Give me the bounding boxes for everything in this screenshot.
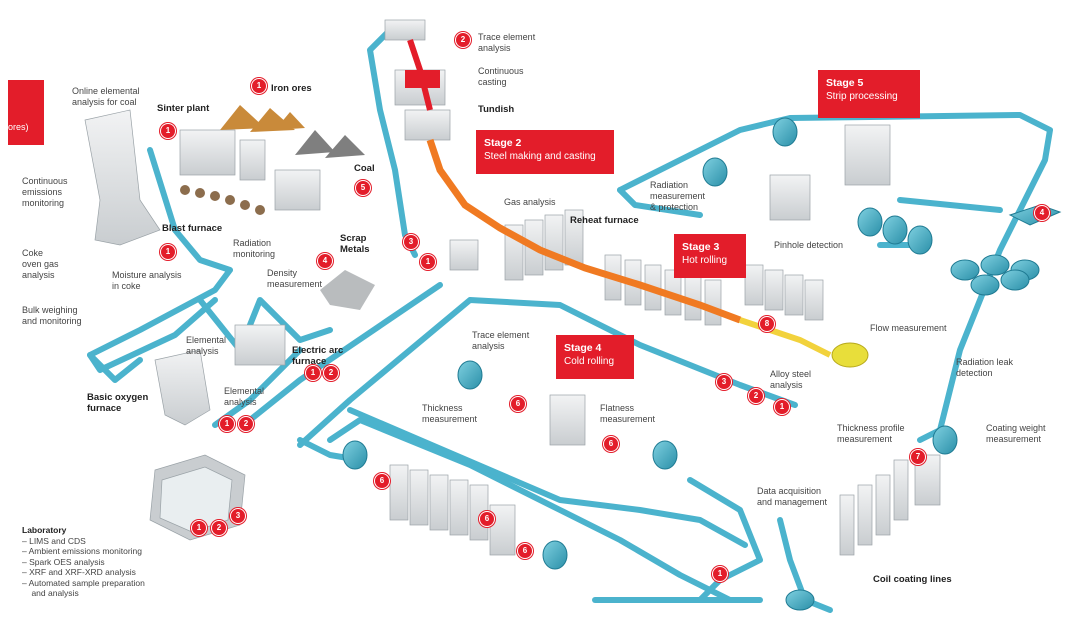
label-gas-analysis: Gas analysis	[504, 197, 556, 207]
label-sinter-plant: Sinter plant	[157, 103, 210, 114]
step-badge: 3	[403, 234, 419, 250]
edge-tab: ores)	[8, 80, 44, 145]
step-badge: 1	[219, 416, 235, 432]
laboratory-heading: Laboratory	[22, 525, 67, 535]
stage-4-title: Stage 4	[564, 342, 602, 354]
conveyor-pipes	[87, 22, 1053, 613]
label-tundish: Tundish	[478, 104, 515, 115]
label-continuous-emissions: Continuous emissions monitoring	[22, 176, 68, 208]
label-thickness-profile: Thickness profile measurement	[837, 423, 905, 444]
label-flow: Flow measurement	[870, 323, 947, 333]
step-badge: 8	[759, 316, 775, 332]
step-badge: 1	[160, 244, 176, 260]
step-badge: 2	[323, 365, 339, 381]
step-badge: 4	[317, 253, 333, 269]
step-badge: 2	[455, 32, 471, 48]
label-radiation-monitoring: Radiation monitoring	[233, 238, 276, 259]
molten-steel	[405, 39, 869, 368]
label-alloy: Alloy steel analysis	[770, 369, 812, 390]
label-blast-furnace: Blast furnace	[162, 223, 223, 234]
stage-3-title: Stage 3	[682, 241, 720, 253]
stage-2-subtitle: Steel making and casting	[484, 151, 596, 162]
label-radiation-leak: Radiation leak detection	[956, 357, 1014, 378]
stage-5-title: Stage 5	[826, 77, 864, 89]
label-moisture: Moisture analysis in coke	[112, 270, 182, 291]
stage-2-box: Stage 2 Steel making and casting	[476, 130, 614, 174]
step-badge: 2	[748, 388, 764, 404]
label-coal: Coal	[354, 163, 375, 174]
label-scrap-metals: Scrap Metals	[340, 233, 370, 255]
stage-5-subtitle: Strip processing	[826, 91, 898, 102]
label-elemental-2: Elemental analysis	[224, 386, 265, 407]
label-online-elemental: Online elemental analysis for coal	[72, 86, 140, 107]
laboratory-item: – Spark OES analysis	[22, 556, 105, 567]
stage-4-subtitle: Cold rolling	[564, 356, 615, 367]
step-badge: 1	[305, 365, 321, 381]
label-electric-arc: Electric arc furnace	[292, 345, 344, 367]
laboratory-item: – XRF and XRF-XRD analysis	[22, 567, 136, 577]
raw-material-piles	[180, 105, 375, 310]
stage-3-box: Stage 3 Hot rolling	[674, 234, 746, 278]
step-badge: 2	[211, 520, 227, 536]
step-badge: 6	[479, 511, 495, 527]
step-badge: 2	[238, 416, 254, 432]
step-badge: 1	[774, 399, 790, 415]
step-badge: 7	[910, 449, 926, 465]
step-badge: 5	[355, 180, 371, 196]
step-badge: 1	[712, 566, 728, 582]
stage-3-subtitle: Hot rolling	[682, 255, 728, 266]
label-trace-mid: Trace element analysis	[472, 330, 530, 351]
label-coke-oven: Coke oven gas analysis	[22, 248, 59, 280]
step-badge: 3	[230, 508, 246, 524]
label-bof: Basic oxygen furnace	[87, 392, 149, 414]
laboratory-list: Laboratory – LIMS and CDS – Ambient emis…	[22, 525, 145, 599]
steel-coils	[342, 117, 1062, 611]
step-badge: 6	[603, 436, 619, 452]
label-radiation-protection: Radiation measurement & protection	[650, 180, 706, 212]
label-trace-top: Trace element analysis	[478, 32, 536, 53]
label-bulk-weighing: Bulk weighing and monitoring	[22, 305, 82, 326]
label-coating-weight: Coating weight measurement	[986, 423, 1046, 444]
step-badge: 1	[420, 254, 436, 270]
laboratory-item: and analysis	[22, 588, 79, 598]
stage-5-box: Stage 5 Strip processing	[818, 70, 920, 118]
stage-4-box: Stage 4 Cold rolling	[556, 335, 634, 379]
step-badge: 1	[251, 78, 267, 94]
step-badge: 6	[510, 396, 526, 412]
label-pinhole: Pinhole detection	[774, 240, 844, 250]
label-reheat: Reheat furnace	[570, 215, 639, 226]
step-badge: 6	[517, 543, 533, 559]
label-continuous-casting: Continuous casting	[478, 66, 524, 87]
step-badge: 6	[374, 473, 390, 489]
label-density: Density measurement	[267, 268, 323, 289]
label-elemental-1: Elemental analysis	[186, 335, 227, 356]
label-coil-coating: Coil coating lines	[873, 574, 952, 585]
laboratory-item: – LIMS and CDS	[22, 535, 86, 546]
machinery	[84, 19, 941, 556]
label-data-acquisition: Data acquisition and management	[757, 486, 828, 507]
stage-2-title: Stage 2	[484, 137, 522, 149]
laboratory-item: – Ambient emissions monitoring	[22, 546, 143, 556]
step-badge: 4	[1034, 205, 1050, 221]
step-badge: 1	[191, 520, 207, 536]
edge-tab-text: ores)	[8, 122, 29, 132]
step-badge: 1	[160, 123, 176, 139]
label-flatness: Flatness measurement	[600, 403, 656, 424]
laboratory-item: – Automated sample preparation	[22, 577, 145, 588]
label-thickness: Thickness measurement	[422, 403, 478, 424]
step-badge: 3	[716, 374, 732, 390]
label-iron-ores: Iron ores	[271, 83, 312, 94]
